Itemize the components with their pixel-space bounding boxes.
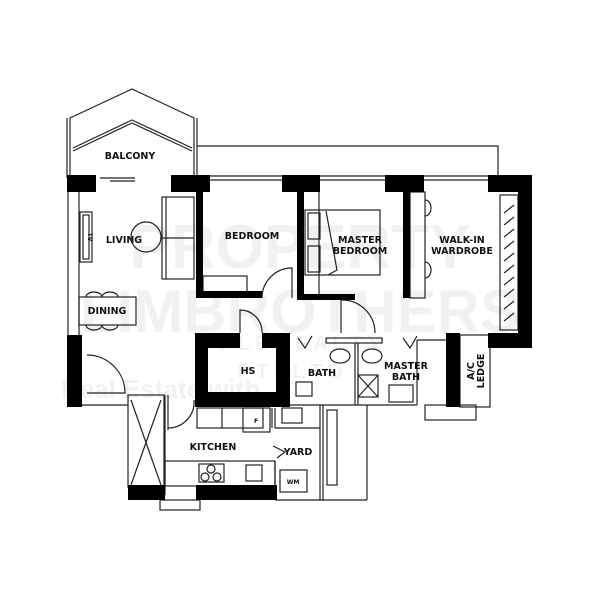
thin-lines: [66, 88, 519, 511]
shower: [357, 374, 379, 398]
kitchen-sink-2: [245, 464, 263, 482]
label-master-bath-2: BATH: [392, 372, 420, 383]
wardrobe-hatch: [503, 300, 515, 310]
label-balcony: BALCONY: [105, 151, 156, 162]
room-labels: BALCONY LIVING DINING BEDROOM MASTER BED…: [86, 151, 493, 486]
label-ac-ledge-2: LEDGE: [476, 354, 487, 389]
tv-unit: [79, 211, 93, 263]
label-ac-ledge-1: A/C: [466, 362, 477, 380]
wardrobe-hatch: [503, 216, 515, 226]
label-living: LIVING: [106, 235, 142, 246]
fridge: [242, 407, 271, 433]
master-bath-basin: [388, 384, 414, 403]
wardrobe-hatch: [503, 264, 515, 274]
master-bed: [304, 209, 381, 276]
label-master-bedroom-2: BEDROOM: [333, 246, 388, 257]
label-kitchen: KITCHEN: [190, 442, 237, 453]
label-walk-in-1: WALK-IN: [439, 235, 484, 246]
wardrobe-hatch: [503, 312, 515, 322]
label-yard: YARD: [283, 447, 313, 458]
watermark-line-3: P L B R E A L T Y: [219, 333, 381, 355]
walls: [67, 175, 532, 500]
washing-machine: [279, 469, 308, 493]
wardrobe-hatch: [503, 228, 515, 238]
yard-rack: [326, 409, 338, 486]
kitchen-door: [167, 399, 195, 429]
wardrobe-hatch: [503, 276, 515, 286]
label-dining: DINING: [88, 306, 127, 317]
wardrobe-hatch: [503, 252, 515, 262]
master-bath-toilet: [361, 348, 383, 364]
label-tv: TV: [86, 233, 93, 242]
label-washing-machine: WM: [287, 479, 300, 486]
kitchen-sink: [281, 407, 303, 424]
wardrobe-hatch: [503, 240, 515, 250]
label-bedroom: BEDROOM: [225, 231, 280, 242]
hs-door: [239, 309, 263, 334]
master-bedroom-door: [340, 299, 376, 334]
bath-toilet: [329, 348, 351, 364]
kitchen-counter-top: [196, 407, 264, 429]
wardrobe-hatch: [503, 288, 515, 298]
dining-table: [78, 296, 137, 326]
label-walk-in-2: WARDROBE: [431, 246, 493, 257]
label-master-bedroom-1: MASTER: [338, 235, 383, 246]
label-fridge: F: [254, 418, 258, 425]
bath-basin: [295, 381, 313, 397]
coffee-table: [130, 221, 162, 253]
label-bath: BATH: [308, 368, 336, 379]
wardrobe-hatch: [503, 204, 515, 214]
balcony-outline: [69, 88, 195, 178]
stove: [198, 463, 225, 483]
label-master-bath-1: MASTER: [384, 361, 429, 372]
bedroom-door: [261, 267, 293, 299]
entrance-door: [86, 354, 126, 394]
label-hs: HS: [241, 366, 256, 377]
